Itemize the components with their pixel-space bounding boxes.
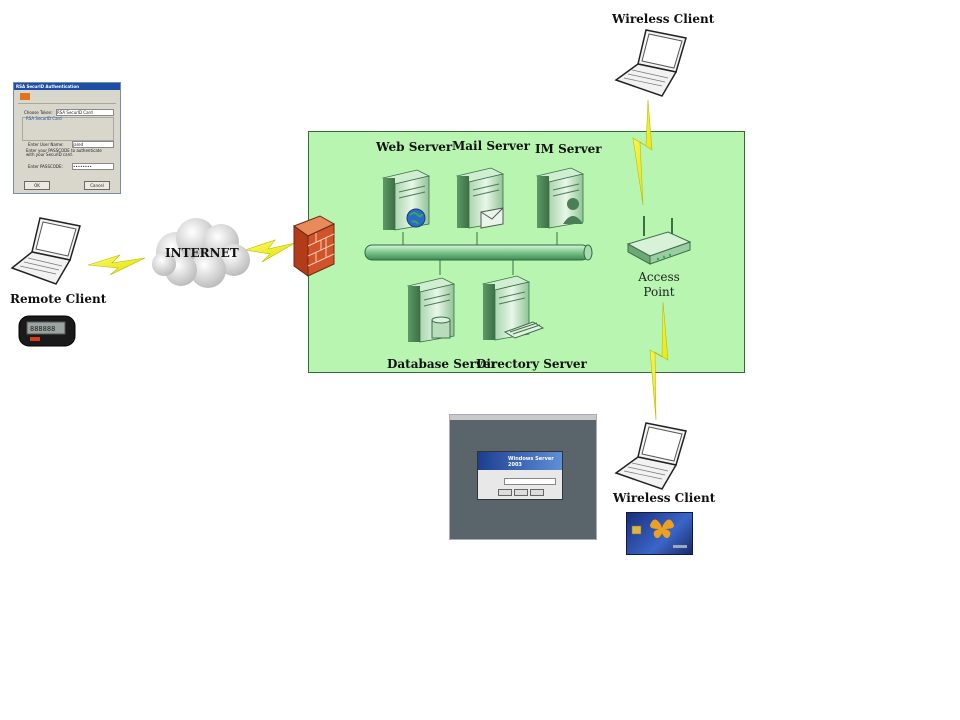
windows-login-dialog: Windows Server 2003	[477, 451, 563, 500]
smart-card-icon	[626, 512, 693, 555]
security-token-icon: 888888	[18, 315, 76, 347]
lightning-bolt-icon	[649, 301, 669, 421]
firewall-icon	[292, 215, 336, 277]
user-name-label: Enter User Name:	[28, 142, 64, 147]
access-point-label-line1: Access	[638, 270, 680, 284]
securid-card-group: RSA SecurID Card	[22, 116, 114, 141]
user-name-field[interactable]: jared	[72, 141, 114, 148]
lightning-bolt-icon	[632, 99, 653, 206]
laptop-icon	[614, 29, 687, 97]
web-server-label: Web Server	[376, 140, 453, 154]
access-point-label-line2: Point	[643, 285, 675, 299]
windows-product-name: Windows Server 2003	[508, 456, 554, 468]
laptop-icon	[10, 217, 81, 285]
server-icon	[406, 277, 456, 343]
remote-client-label: Remote Client	[10, 292, 107, 306]
password-field[interactable]	[504, 478, 556, 485]
internet-label: INTERNET	[165, 246, 239, 260]
server-icon	[481, 275, 545, 341]
directory-server-label: Directory Server	[476, 357, 587, 371]
choose-token-label: Choose Token:	[24, 110, 53, 115]
wireless-client-bottom-label: Wireless Client	[613, 491, 716, 505]
server-icon	[535, 167, 585, 229]
group-title: RSA SecurID Card	[26, 116, 62, 121]
access-point-label: Access Point	[629, 270, 689, 300]
mail-server-label: Mail Server	[452, 139, 530, 153]
passcode-label: Enter PASSCODE:	[28, 164, 63, 169]
wireless-router-icon	[626, 216, 692, 265]
server-icon	[381, 169, 431, 231]
lightning-bolt-icon	[87, 254, 146, 276]
windows-login-screenshot: Windows Server 2003	[449, 414, 597, 540]
rsa-securid-dialog: RSA SecurID Authentication Choose Token:…	[13, 82, 121, 194]
cancel-button[interactable]: Cancel	[84, 181, 110, 190]
database-server-label: Database Server	[387, 357, 497, 371]
cloud-icon	[152, 218, 250, 288]
instructions-text: Enter your PASSCODE to authenticate with…	[26, 148, 102, 157]
dialog-title: RSA SecurID Authentication	[14, 83, 120, 90]
token-select[interactable]: RSA SecurID Card	[56, 109, 114, 116]
window-titlebar	[450, 415, 596, 420]
svg-text:888888: 888888	[30, 325, 55, 333]
im-server-label: IM Server	[535, 142, 602, 156]
wireless-client-top-label: Wireless Client	[612, 12, 715, 26]
rsa-logo	[20, 93, 30, 100]
windows-banner: Windows Server 2003	[478, 452, 562, 470]
laptop-icon	[614, 422, 687, 490]
login-options-button[interactable]	[530, 489, 544, 496]
server-icon	[455, 167, 505, 229]
login-cancel-button[interactable]	[514, 489, 528, 496]
passcode-field[interactable]: ••••••••	[72, 163, 114, 170]
ok-button[interactable]: OK	[24, 181, 50, 190]
login-ok-button[interactable]	[498, 489, 512, 496]
